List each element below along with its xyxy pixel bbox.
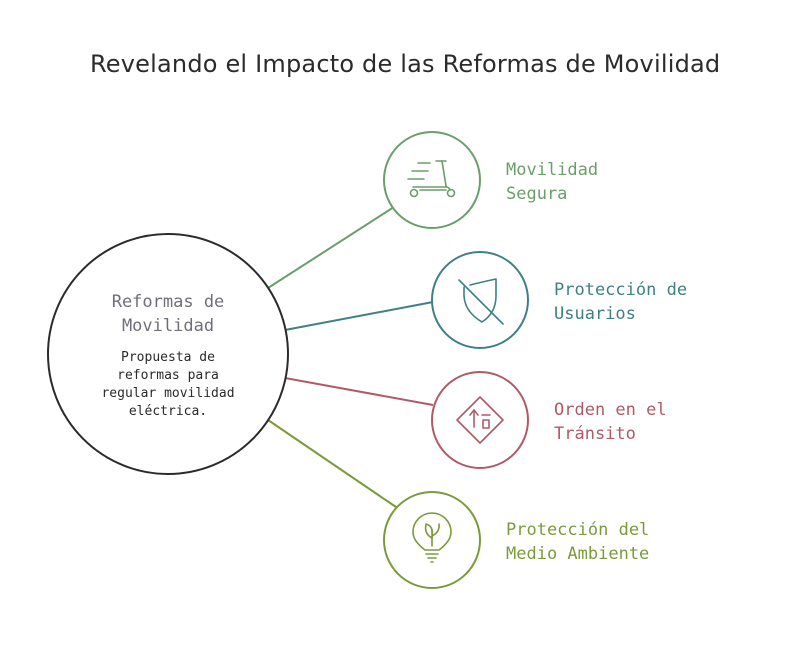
node-orden-transito xyxy=(431,371,529,469)
connector-line-medio-ambiente xyxy=(267,419,397,508)
label-medio-ambiente: Protección del Medio Ambiente xyxy=(506,520,650,564)
connector-line-movilidad-segura xyxy=(267,206,395,289)
eco-bulb-icon xyxy=(412,512,452,563)
label-orden-transito: Orden en el Tránsito xyxy=(554,400,667,444)
center-node-description: Propuesta de reformas para regular movil… xyxy=(101,350,235,419)
label-proteccion-usuarios: Protección de Usuarios xyxy=(554,280,688,324)
shield-off-icon xyxy=(458,278,504,325)
traffic-sign-icon xyxy=(456,396,504,444)
connector-line-orden-transito xyxy=(284,377,434,406)
scooter-icon xyxy=(407,160,456,198)
center-node-title: Reformas de Movilidad xyxy=(111,292,225,336)
node-movilidad-segura xyxy=(383,131,481,229)
label-movilidad-segura: Movilidad Segura xyxy=(506,160,599,204)
page-title: Revelando el Impacto de las Reformas de … xyxy=(90,50,721,78)
center-node xyxy=(47,233,289,475)
connector-line-proteccion-usuarios xyxy=(284,301,434,331)
